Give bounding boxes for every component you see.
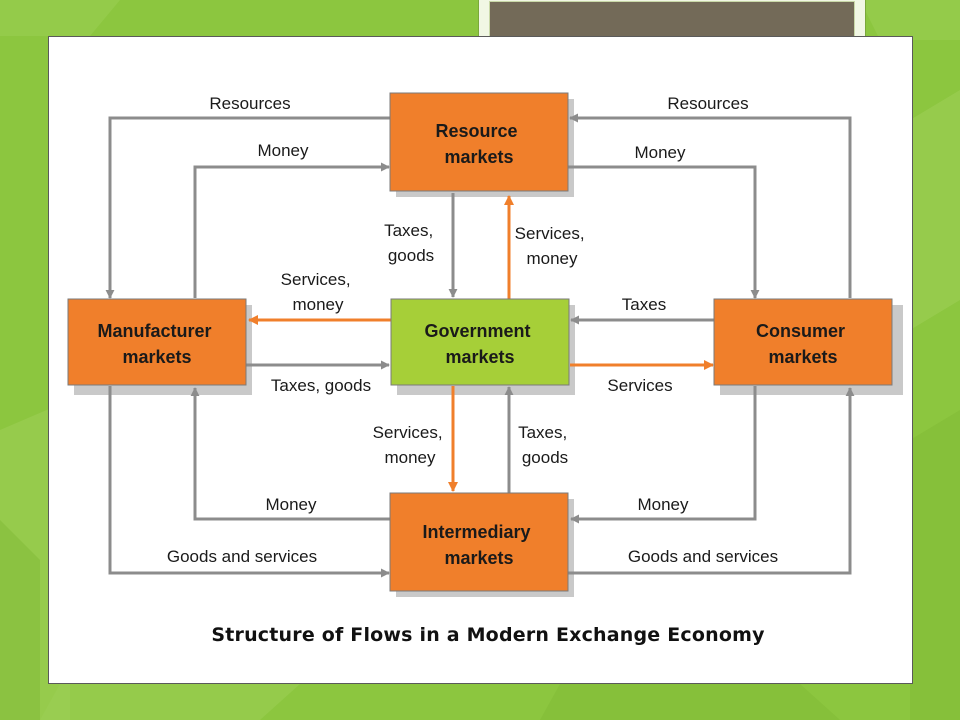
government-markets-label-line1: Government <box>424 321 530 341</box>
flow-money-to-resource <box>193 162 390 298</box>
intermediary-markets-label-line2: markets <box>444 548 513 568</box>
label-resource-to-government-line2: goods <box>388 246 434 265</box>
flow-goods-to-intermediary <box>108 386 390 578</box>
label-bottom-right-goods: Goods and services <box>628 547 778 566</box>
label-intermediary-to-government-line2: goods <box>522 448 568 467</box>
manufacturer-markets-box <box>67 298 247 386</box>
consumer-markets-box <box>713 298 893 386</box>
label-government-to-intermediary-line1: Services, <box>373 423 443 442</box>
government-markets-label: Government markets <box>424 321 535 367</box>
consumer-markets-label: Consumer markets <box>756 321 850 367</box>
flow-goods-to-consumer <box>568 387 855 575</box>
label-consumer-to-government: Taxes <box>622 295 666 314</box>
label-government-to-consumer: Services <box>607 376 672 395</box>
resource-markets-box <box>389 92 569 192</box>
flow-money-to-manufacturer <box>190 387 390 521</box>
diagram-caption: Structure of Flows in a Modern Exchange … <box>211 624 765 646</box>
resource-markets-label: Resource markets <box>435 121 522 167</box>
consumer-markets-label-line1: Consumer <box>756 321 845 341</box>
flow-resources-to-resource <box>569 113 852 298</box>
label-government-to-manufacturer-line1: Services, <box>281 270 351 289</box>
label-government-to-manufacturer: Services, money <box>281 270 356 314</box>
label-government-to-resource: Services, money <box>515 224 590 268</box>
label-top-left-resources: Resources <box>209 94 290 113</box>
flow-resources-to-manufacturer <box>105 116 390 299</box>
label-resource-to-government-line1: Taxes, <box>384 221 433 240</box>
label-government-to-resource-line2: money <box>526 249 578 268</box>
label-bottom-left-goods: Goods and services <box>167 547 317 566</box>
label-top-left-money: Money <box>257 141 309 160</box>
flow-money-to-intermediary <box>570 386 757 524</box>
consumer-markets-label-line2: markets <box>768 347 837 367</box>
label-government-to-manufacturer-line2: money <box>292 295 344 314</box>
intermediary-markets-label-line1: Intermediary <box>422 522 530 542</box>
government-markets-label-line2: markets <box>445 347 514 367</box>
intermediary-markets-label: Intermediary markets <box>422 522 535 568</box>
label-government-to-intermediary: Services, money <box>373 423 448 467</box>
resource-markets-label-line1: Resource <box>435 121 517 141</box>
government-markets-box <box>390 298 570 386</box>
manufacturer-markets-label: Manufacturer markets <box>97 321 216 367</box>
manufacturer-markets-label-line1: Manufacturer <box>97 321 211 341</box>
label-government-to-intermediary-line2: money <box>384 448 436 467</box>
label-manufacturer-to-government: Taxes, goods <box>271 376 371 395</box>
label-resource-to-government: Taxes, goods <box>384 221 438 265</box>
label-bottom-left-money: Money <box>265 495 317 514</box>
flow-money-to-consumer <box>568 165 760 299</box>
label-top-right-money: Money <box>634 143 686 162</box>
label-intermediary-to-government-line1: Taxes, <box>518 423 567 442</box>
label-bottom-right-money: Money <box>637 495 689 514</box>
label-intermediary-to-government: Taxes, goods <box>518 423 572 467</box>
label-top-right-resources: Resources <box>667 94 748 113</box>
manufacturer-markets-label-line2: markets <box>122 347 191 367</box>
intermediary-markets-box <box>389 492 569 592</box>
label-government-to-resource-line1: Services, <box>515 224 585 243</box>
resource-markets-label-line2: markets <box>444 147 513 167</box>
